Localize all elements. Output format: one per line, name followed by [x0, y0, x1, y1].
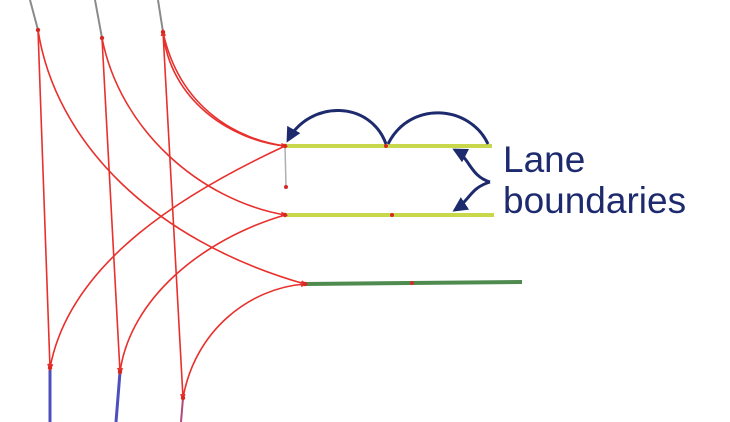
node: [282, 212, 288, 218]
edge-bottom-boundary-to-bottom-right: [182, 281, 309, 399]
edge-top-left-to-bottom-boundary: [37, 29, 309, 286]
edge-straight-right: [162, 31, 186, 402]
node: [284, 185, 288, 189]
brace-arrow-down: [452, 180, 491, 212]
stub-edge: [284, 145, 287, 188]
node: [384, 144, 388, 148]
node: [410, 281, 414, 285]
bottom-road-segment-middle: [114, 371, 122, 422]
annotation-label-line1: Lane: [503, 139, 585, 180]
edge-straight-left: [37, 29, 53, 372]
top-road-segment-left: [29, 0, 39, 31]
node: [117, 369, 123, 375]
node: [390, 213, 394, 217]
top-road-segment-right: [157, 0, 164, 33]
brace-arrow-up: [452, 148, 491, 184]
top-road-segment-middle: [94, 0, 103, 39]
annotation-label-line2: boundaries: [503, 180, 686, 221]
edge-top-boundary-to-bottom-left: [47, 145, 286, 372]
edge-straight-middle: [101, 37, 123, 376]
lane-graph-edges: [37, 28, 309, 402]
bottom-road-segment-right: [180, 397, 184, 422]
edge-middle-boundary-to-bottom-middle: [117, 214, 286, 376]
node: [47, 365, 53, 371]
lane-boundaries: [284, 144, 523, 286]
edge-top-right-curve: [162, 31, 289, 149]
lane-graph-nodes: [35, 27, 414, 401]
annotation-arrows: [286, 109, 491, 212]
node: [302, 281, 308, 287]
node: [180, 395, 186, 401]
node: [99, 35, 105, 41]
node: [160, 29, 166, 35]
upstream-road-segments: [29, 0, 184, 422]
edge-top-middle-to-middle-boundary: [101, 37, 289, 218]
arc-arrow-left: [286, 109, 388, 145]
arc-arrow-right: [386, 111, 490, 145]
edge-top-right-to-top-boundary-in: [160, 28, 286, 147]
node: [282, 143, 288, 149]
node: [35, 27, 41, 33]
